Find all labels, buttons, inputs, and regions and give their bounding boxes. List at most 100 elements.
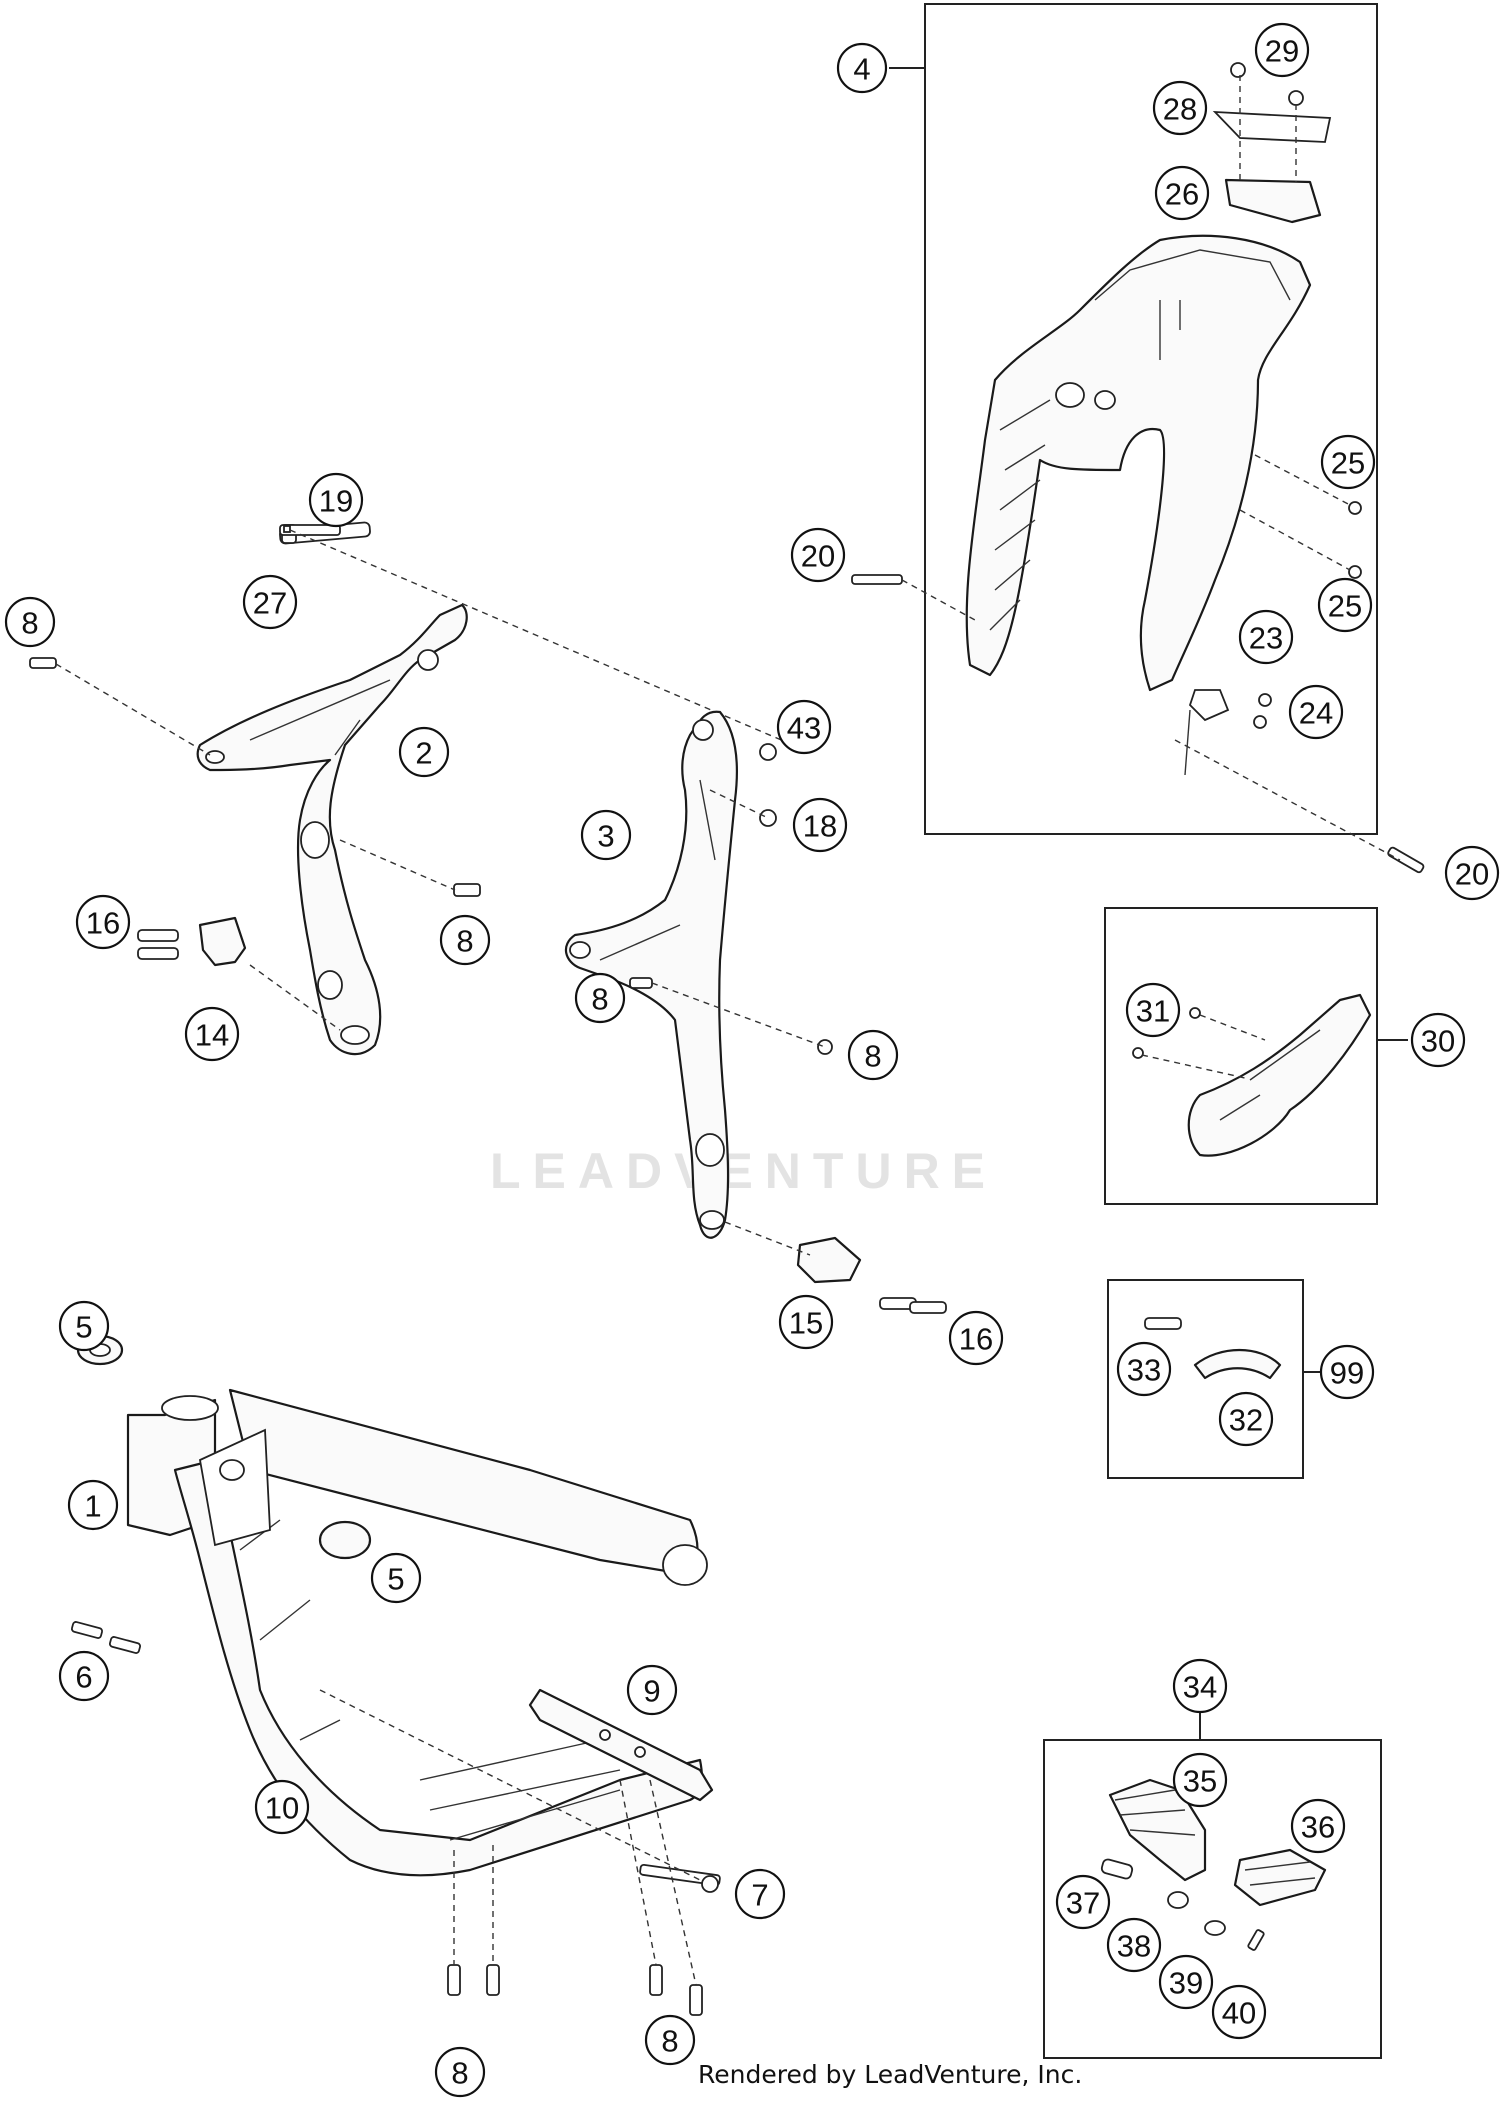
callout-label: 16 [959, 1322, 993, 1357]
callout-label: 19 [319, 484, 353, 519]
callout-27: 27 [242, 574, 298, 630]
callout-label: 8 [864, 1039, 881, 1074]
callout-35: 35 [1172, 1752, 1228, 1808]
callout-38: 38 [1106, 1917, 1162, 1973]
watermark-text: LEADVENTURE [490, 1143, 997, 1199]
callout-label: 1 [84, 1489, 101, 1524]
callout-label: 32 [1229, 1403, 1263, 1438]
callout-26: 26 [1154, 165, 1210, 221]
callout-20b: 20 [1444, 845, 1500, 901]
callout-label: 39 [1169, 1966, 1203, 2001]
callout-label: 38 [1117, 1929, 1151, 1964]
callout-label: 27 [253, 586, 287, 621]
callout-16a: 16 [75, 894, 131, 950]
callout-18: 18 [792, 797, 848, 853]
main-frame-drawing [70, 1334, 721, 2016]
callout-1: 1 [67, 1479, 119, 1531]
callout-10: 10 [254, 1779, 310, 1835]
callout-label: 3 [597, 819, 614, 854]
chain-guide-group-box [1107, 1279, 1304, 1479]
callout-label: 10 [265, 1791, 299, 1826]
callout-label: 20 [1455, 857, 1489, 892]
callout-label: 8 [661, 2024, 678, 2059]
callout-label: 2 [415, 736, 432, 771]
callout-label: 25 [1328, 589, 1362, 624]
callout-label: 99 [1330, 1356, 1364, 1391]
callout-label: 8 [21, 606, 38, 641]
callout-label: 4 [853, 52, 870, 87]
callout-8e: 8 [434, 2046, 486, 2098]
callout-8f: 8 [644, 2014, 696, 2066]
chain-guide-drawing [1144, 1317, 1282, 1380]
callout-label: 29 [1265, 34, 1299, 69]
kickstand-drawing [1132, 993, 1372, 1157]
callout-3: 3 [580, 809, 632, 861]
callout-label: 16 [86, 906, 120, 941]
callout-label: 6 [75, 1660, 92, 1695]
callout-label: 5 [387, 1562, 404, 1597]
callout-31: 31 [1125, 982, 1181, 1038]
callout-5a: 5 [58, 1300, 110, 1352]
callout-30: 30 [1410, 1012, 1466, 1068]
callout-15: 15 [778, 1294, 834, 1350]
callout-label: 36 [1301, 1810, 1335, 1845]
callout-label: 23 [1249, 621, 1283, 656]
callout-label: 43 [787, 711, 821, 746]
callout-label: 33 [1127, 1353, 1161, 1388]
callout-29: 29 [1254, 22, 1310, 78]
callout-39: 39 [1158, 1954, 1214, 2010]
callout-2: 2 [398, 726, 450, 778]
callout-34: 34 [1172, 1658, 1228, 1714]
callout-28: 28 [1152, 80, 1208, 136]
callout-label: 37 [1066, 1886, 1100, 1921]
callout-label: 14 [195, 1018, 229, 1053]
callout-label: 20 [801, 539, 835, 574]
callout-8a: 8 [4, 596, 56, 648]
callout-label: 25 [1331, 446, 1365, 481]
callout-label: 30 [1421, 1024, 1455, 1059]
callout-7: 7 [734, 1868, 786, 1920]
callout-4: 4 [836, 42, 888, 94]
callout-8b: 8 [439, 914, 491, 966]
render-credit: Rendered by LeadVenture, Inc. [698, 2060, 1082, 2089]
callout-label: 26 [1165, 177, 1199, 212]
callout-8d: 8 [847, 1029, 899, 1081]
subframe-group-box [924, 3, 1378, 835]
callout-label: 15 [789, 1306, 823, 1341]
footrest-group-box [1043, 1739, 1382, 2059]
callout-label: 18 [803, 809, 837, 844]
callout-label: 24 [1299, 696, 1333, 731]
callout-label: 40 [1222, 1996, 1256, 2031]
callout-33: 33 [1116, 1341, 1172, 1397]
callout-6: 6 [58, 1650, 110, 1702]
callout-40: 40 [1211, 1984, 1267, 2040]
callout-14: 14 [184, 1006, 240, 1062]
callout-8c: 8 [574, 972, 626, 1024]
callout-36: 36 [1290, 1798, 1346, 1854]
callout-9: 9 [626, 1664, 678, 1716]
callout-20a: 20 [790, 527, 846, 583]
right-side-frame-drawing [564, 710, 947, 1314]
callout-32: 32 [1218, 1391, 1274, 1447]
callout-37: 37 [1055, 1874, 1111, 1930]
callout-label: 28 [1163, 92, 1197, 127]
callout-label: 8 [451, 2056, 468, 2091]
callout-19: 19 [308, 472, 364, 528]
callout-label: 31 [1136, 994, 1170, 1029]
callout-label: 5 [75, 1310, 92, 1345]
callout-label: 9 [643, 1674, 660, 1709]
callout-label: 8 [591, 982, 608, 1017]
callout-43: 43 [776, 699, 832, 755]
callout-25a: 25 [1320, 434, 1376, 490]
callout-25b: 25 [1317, 577, 1373, 633]
kickstand-group-box [1104, 907, 1378, 1205]
callout-label: 34 [1183, 1670, 1217, 1705]
footrests-drawing [1100, 1778, 1327, 1951]
callout-label: 7 [751, 1878, 768, 1913]
subframe-drawing [851, 62, 1425, 874]
callout-99: 99 [1319, 1344, 1375, 1400]
callout-label: 35 [1183, 1764, 1217, 1799]
callout-24: 24 [1288, 684, 1344, 740]
